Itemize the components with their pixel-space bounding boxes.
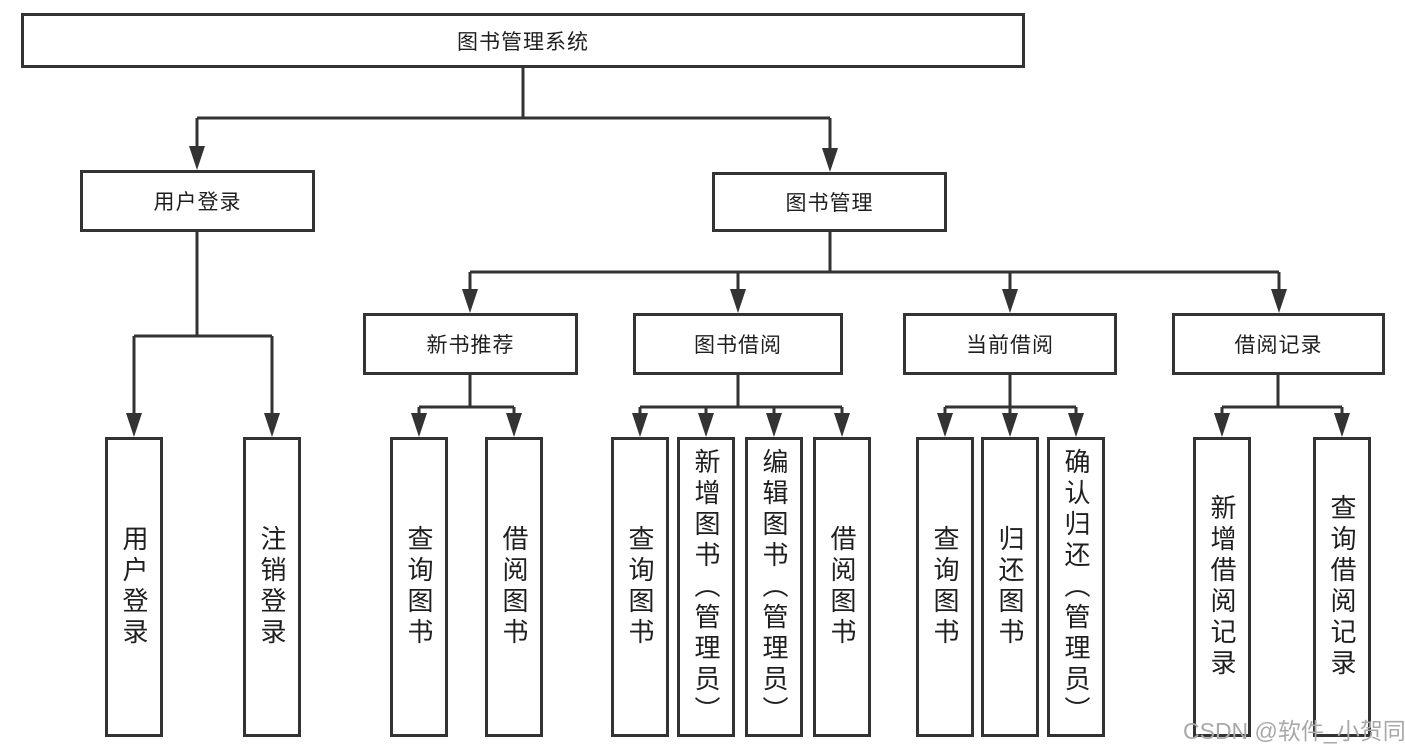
- node-leaf-borrow-books: 借阅图书: [813, 437, 871, 737]
- node-label: 查询借阅记录: [1327, 494, 1357, 680]
- node-leaf-borrow-books-recommend: 借阅图书: [485, 437, 543, 737]
- node-borrow-records: 借阅记录: [1172, 313, 1385, 375]
- node-label: 编辑图书（管理员）: [759, 447, 789, 727]
- csdn-watermark: CSDN @软件_小贺同学: [1183, 718, 1405, 744]
- node-leaf-logout: 注销登录: [243, 437, 301, 737]
- node-new-book-recommend: 新书推荐: [363, 313, 578, 375]
- node-label: 用户登录: [119, 525, 149, 649]
- node-label: 查询图书: [930, 525, 960, 649]
- node-leaf-user-login: 用户登录: [105, 437, 163, 737]
- connector-user-login: [132, 232, 274, 416]
- node-user-login: 用户登录: [80, 170, 315, 232]
- node-label: 当前借阅: [966, 334, 1054, 357]
- node-label: 图书借阅: [694, 334, 782, 357]
- node-book-borrow: 图书借阅: [633, 313, 843, 375]
- arrowheads: [126, 146, 1350, 437]
- node-label: 归还图书: [995, 525, 1025, 649]
- node-label: 借阅图书: [499, 525, 529, 649]
- node-label: 借阅记录: [1234, 334, 1323, 357]
- connector-new-book: [417, 375, 516, 416]
- node-label: 新增借阅记录: [1207, 494, 1237, 680]
- node-leaf-edit-book-admin: 编辑图书（管理员）: [745, 437, 803, 737]
- connector-book-management: [468, 232, 1281, 292]
- node-leaf-add-borrow-record: 新增借阅记录: [1193, 437, 1251, 737]
- node-root-system: 图书管理系统: [21, 13, 1025, 68]
- node-label: 借阅图书: [827, 525, 857, 649]
- node-leaf-query-books-borrow: 查询图书: [611, 437, 669, 737]
- node-leaf-query-books-recommend: 查询图书: [390, 437, 448, 737]
- node-leaf-add-book-admin: 新增图书（管理员）: [677, 437, 735, 737]
- node-current-borrow: 当前借阅: [903, 313, 1117, 375]
- node-label: 新增图书（管理员）: [691, 447, 721, 727]
- node-book-management: 图书管理: [712, 172, 947, 232]
- node-label: 查询图书: [625, 525, 655, 649]
- connector-current-borrow: [943, 375, 1078, 416]
- node-label: 用户登录: [153, 191, 242, 214]
- node-label: 确认归还（管理员）: [1061, 447, 1091, 727]
- node-leaf-return-books: 归还图书: [981, 437, 1039, 737]
- node-label: 查询图书: [404, 525, 434, 649]
- connector-root: [195, 68, 832, 152]
- node-label: 图书管理系统: [457, 30, 589, 54]
- node-label: 新书推荐: [426, 334, 515, 357]
- node-leaf-query-borrow-record: 查询借阅记录: [1313, 437, 1371, 737]
- node-label: 注销登录: [257, 525, 287, 649]
- node-leaf-confirm-return-admin: 确认归还（管理员）: [1047, 437, 1105, 737]
- connector-borrow-records: [1220, 375, 1344, 416]
- node-leaf-query-books-current: 查询图书: [916, 437, 974, 737]
- connector-book-borrow: [638, 375, 844, 416]
- node-label: 图书管理: [785, 192, 874, 215]
